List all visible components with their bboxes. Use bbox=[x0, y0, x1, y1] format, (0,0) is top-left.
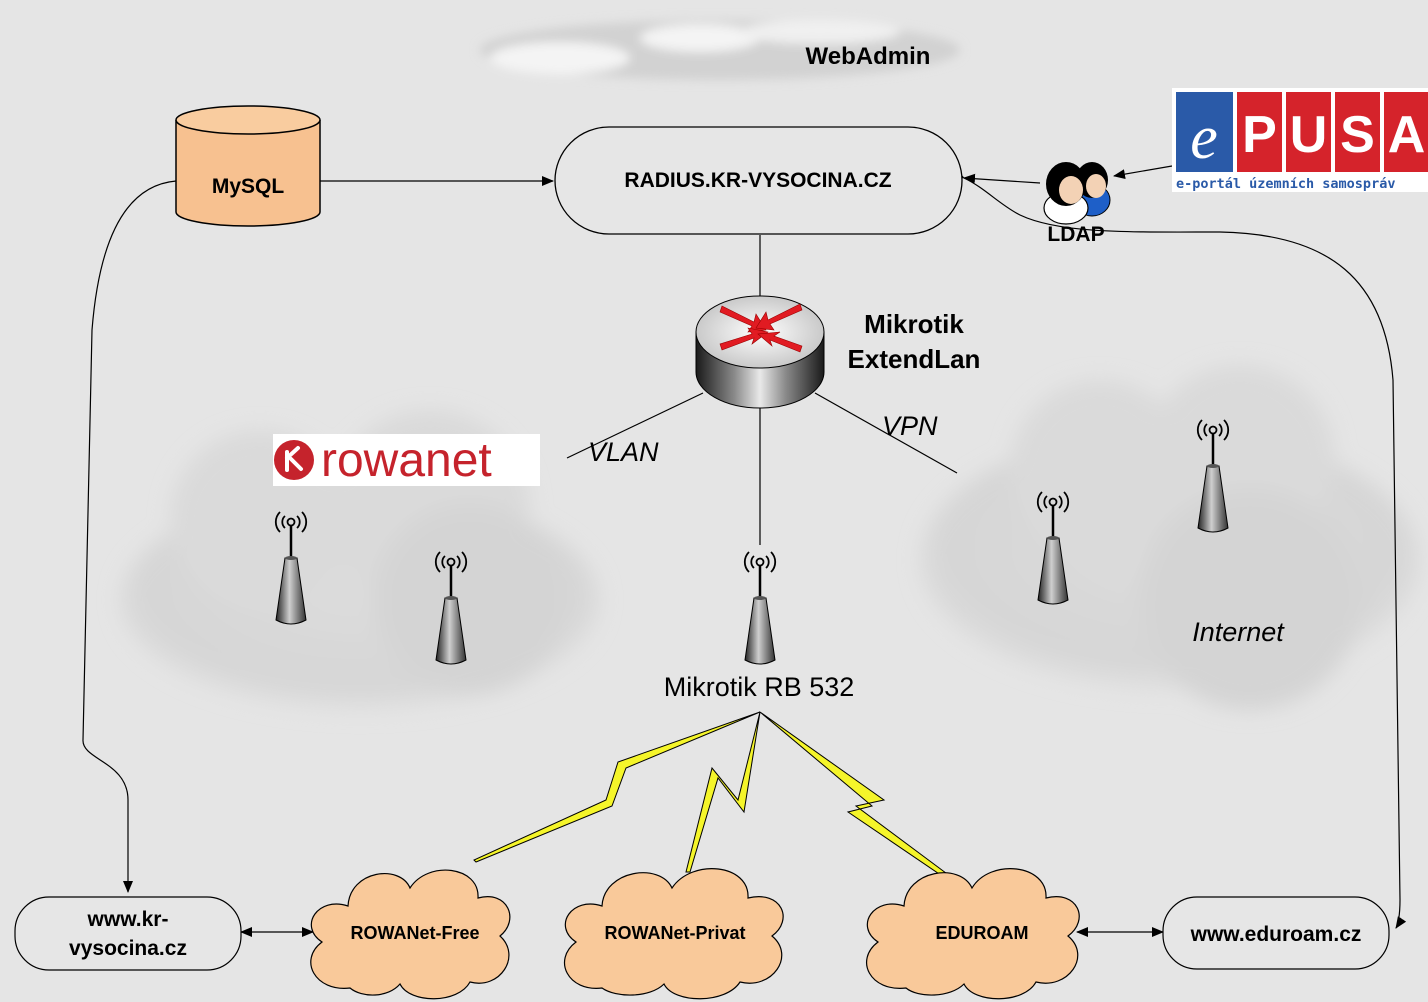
rowanet-privat-cloud: ROWANet-Privat bbox=[564, 868, 784, 1000]
www-kr-label-line1: www.kr- bbox=[87, 908, 169, 931]
rb-label: Mikrotik RB 532 bbox=[664, 672, 855, 702]
webadmin-label: WebAdmin bbox=[806, 43, 931, 70]
rowanet-free-label: ROWANet-Free bbox=[350, 923, 479, 943]
eduroam-cloud: EDUROAM bbox=[866, 868, 1080, 1000]
rowanet-free-cloud: ROWANet-Free bbox=[310, 869, 511, 1000]
www-eduroam-label: www.eduroam.cz bbox=[1190, 923, 1362, 946]
lightning-to-rowanet-free bbox=[473, 711, 761, 863]
epusa-letter: U bbox=[1290, 106, 1328, 164]
vpn-label: VPN bbox=[882, 411, 938, 441]
epusa-letter: S bbox=[1340, 106, 1375, 164]
lightning-to-eduroam bbox=[759, 711, 959, 885]
router-label-line1: Mikrotik bbox=[864, 309, 964, 339]
lightning-to-rowanet-privat bbox=[685, 711, 761, 873]
mysql-label: MySQL bbox=[212, 175, 285, 198]
rowanet-logo: rowanet bbox=[273, 434, 540, 487]
www-kr-label-line2: vysocina.cz bbox=[69, 937, 187, 960]
eduroam-label: EDUROAM bbox=[936, 923, 1029, 943]
rowanet-logo-text: rowanet bbox=[321, 434, 492, 487]
www-eduroam-node: www.eduroam.cz bbox=[1162, 896, 1390, 970]
mysql-to-www-kr-line bbox=[82, 175, 188, 893]
ldap-people-icon bbox=[1043, 162, 1111, 225]
webadmin-cloud bbox=[480, 20, 960, 80]
router-label-line2: ExtendLan bbox=[848, 344, 981, 374]
rowanet-privat-label: ROWANet-Privat bbox=[604, 923, 745, 943]
rowanet-cloud bbox=[120, 410, 600, 710]
vlan-label: VLAN bbox=[588, 437, 659, 467]
ldap-label: LDAP bbox=[1047, 223, 1104, 246]
wireless-links bbox=[473, 711, 959, 885]
vpn-line bbox=[814, 392, 958, 474]
epusa-subtitle: e-portál územních samospráv bbox=[1176, 176, 1395, 192]
epusa-e-letter: e bbox=[1190, 104, 1218, 172]
epusa-letter: P bbox=[1242, 106, 1277, 164]
www-kr-node: www.kr- vysocina.cz bbox=[14, 896, 242, 971]
antenna-icon bbox=[743, 550, 777, 666]
internet-cloud bbox=[920, 365, 1420, 710]
router-icon bbox=[695, 295, 825, 409]
connectors bbox=[82, 165, 1407, 937]
epusa-to-ldap-line bbox=[1113, 165, 1173, 180]
radius-label: RADIUS.KR-VYSOCINA.CZ bbox=[624, 169, 891, 192]
vlan-line bbox=[566, 392, 704, 459]
epusa-letter: A bbox=[1388, 106, 1426, 164]
mysql-node: MySQL bbox=[175, 105, 321, 227]
internet-label: Internet bbox=[1192, 617, 1285, 647]
ldap-to-radius-line bbox=[963, 173, 1041, 184]
radius-node: RADIUS.KR-VYSOCINA.CZ bbox=[554, 126, 963, 235]
radius-to-eduroam-web-line bbox=[951, 168, 1407, 929]
